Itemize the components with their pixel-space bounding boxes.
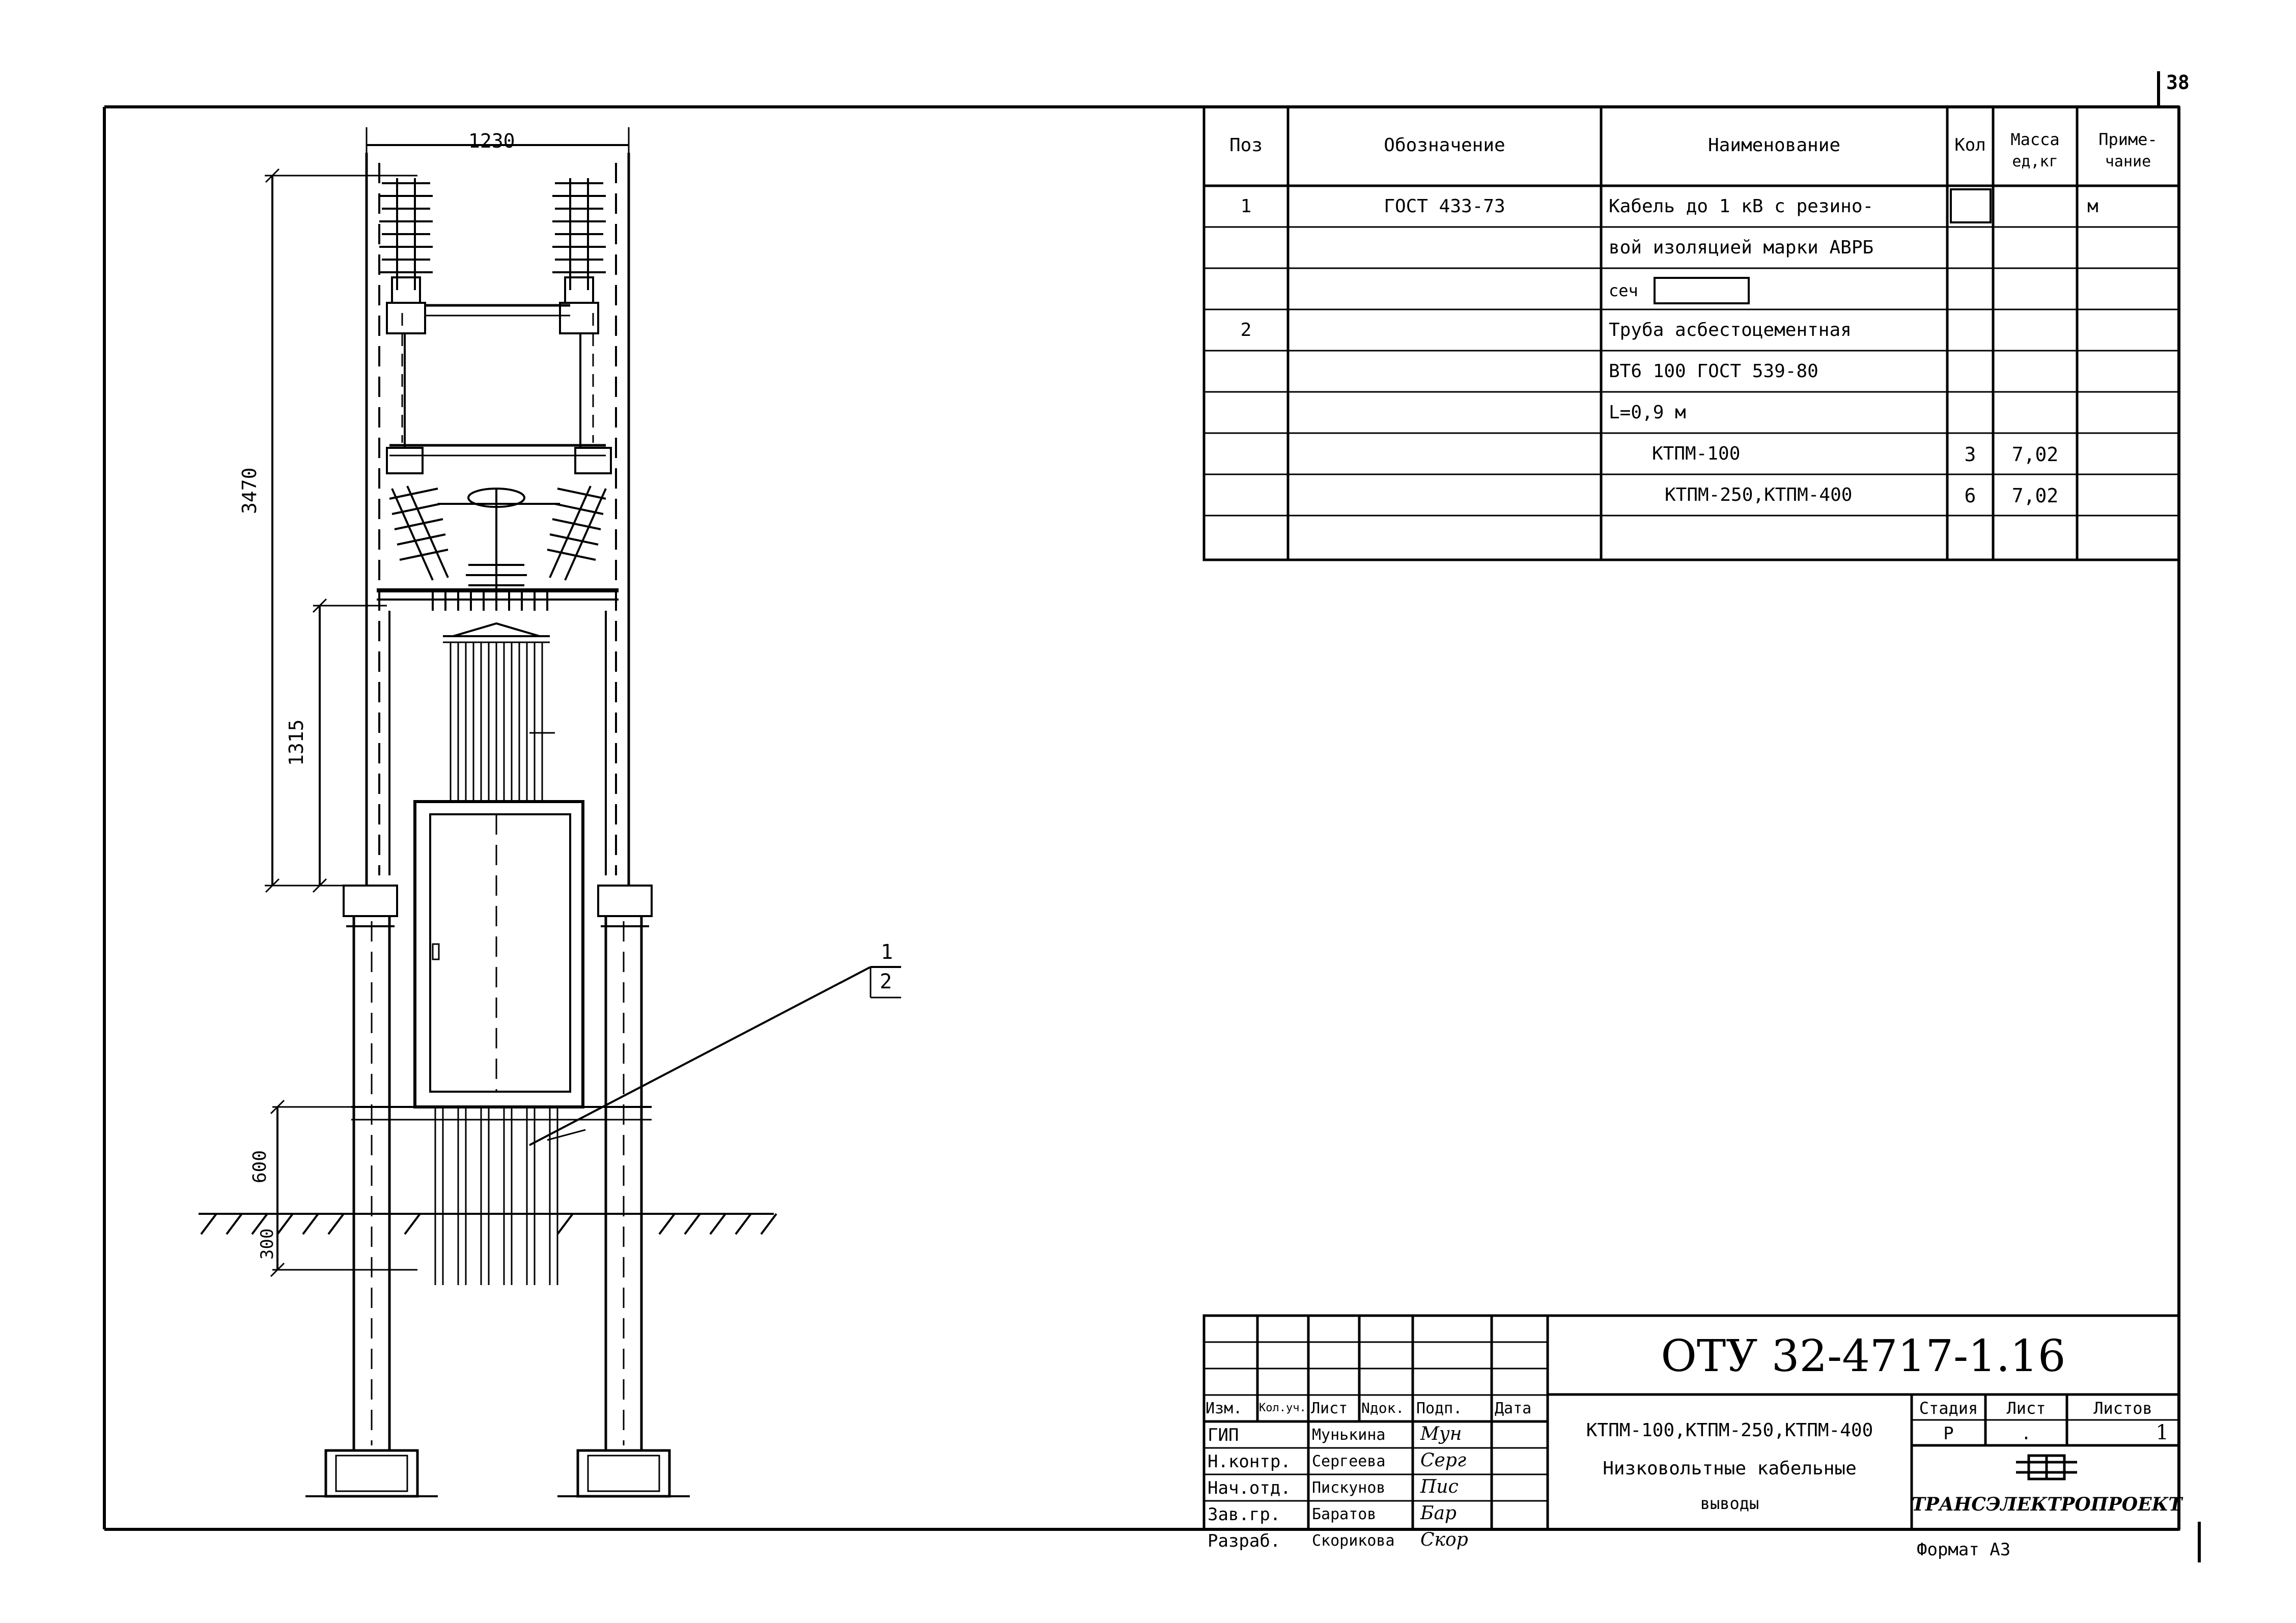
staff-role: Н.контр.: [1208, 1451, 1291, 1472]
dimension-300-label: 300: [257, 1228, 277, 1260]
revision-col-data: Дата: [1495, 1400, 1532, 1417]
sheets-label: Листов: [2093, 1399, 2152, 1418]
table-row-designation: ГОСТ 433-73: [1384, 196, 1505, 217]
organization-name: ТРАНСЭЛЕКТРОПРОЕКТ: [1912, 1494, 2182, 1515]
table-row-mass: 7,02: [2011, 443, 2059, 466]
revision-col-podp: Подп.: [1416, 1400, 1463, 1417]
staff-role: ГИП: [1208, 1425, 1239, 1445]
header-note-line2: чание: [2105, 153, 2151, 170]
dimension-height-label: 3470: [238, 467, 261, 514]
table-row-name: ВТ6 100 ГОСТ 539-80: [1609, 361, 1818, 382]
revision-col-kol: Кол.уч.: [1259, 1402, 1306, 1414]
title-line-2: Низковольтные кабельные: [1603, 1458, 1857, 1479]
table-row-name: вой изоляцией марки АВРБ: [1609, 237, 1874, 258]
callout-position-1: 1: [881, 941, 893, 964]
dimension-width-label: 1230: [468, 130, 515, 152]
spec-table-grid: [1202, 105, 2180, 561]
staff-signature: Серг: [1420, 1450, 1467, 1471]
staff-role: Зав.гр.: [1208, 1504, 1281, 1525]
table-row-pos: 1: [1240, 196, 1252, 217]
revision-col-list: Лист: [1311, 1400, 1348, 1417]
header-mass-line2: ед,кг: [2012, 153, 2058, 170]
revision-col-izm: Изм.: [1206, 1400, 1243, 1417]
callout-position-2: 2: [880, 970, 892, 993]
staff-role: Разраб.: [1208, 1531, 1281, 1551]
sheet-number: 38: [2166, 71, 2190, 94]
header-qty: Кол: [1954, 135, 1986, 155]
table-row-mass: 7,02: [2011, 485, 2059, 507]
table-row-name: Кабель до 1 кВ с резино-: [1609, 196, 1874, 217]
staff-signature: Бар: [1420, 1503, 1457, 1524]
table-row-note: м: [2087, 196, 2098, 217]
staff-name: Пискунов: [1312, 1479, 1386, 1497]
document-code: ОТУ 32-4717-1.16: [1661, 1331, 2066, 1382]
title-line-1: КТПМ-100,КТПМ-250,КТПМ-400: [1586, 1420, 1873, 1441]
organization-logo-icon: [2016, 1454, 2077, 1480]
staff-name: Баратов: [1312, 1505, 1377, 1523]
staff-signature: Мун: [1420, 1423, 1462, 1444]
header-name: Наименование: [1707, 135, 1841, 156]
staff-name: Сергеева: [1312, 1453, 1386, 1470]
format-label: Формат А3: [1917, 1540, 2011, 1560]
sheet-label: Лист: [2006, 1399, 2046, 1418]
sheet-value: .: [2021, 1423, 2032, 1444]
title-block-grid: [1202, 1314, 2180, 1531]
table-row-pos: 2: [1240, 320, 1252, 340]
title-line-3: выводы: [1700, 1494, 1759, 1513]
header-pos: Поз: [1229, 135, 1263, 156]
revision-col-ndok: Nдок.: [1361, 1400, 1405, 1416]
staff-name: Мунькина: [1312, 1426, 1386, 1444]
table-row-qty: 6: [1964, 485, 1976, 507]
sheets-value: 1: [2155, 1421, 2169, 1444]
staff-name: Скорикова: [1312, 1532, 1395, 1550]
stage-value: Р: [1943, 1423, 1954, 1444]
table-row-name: КТПМ-250,КТПМ-400: [1665, 485, 1853, 505]
staff-signature: Пис: [1420, 1476, 1459, 1497]
table-row-qty: 3: [1964, 443, 1976, 466]
substation-elevation-drawing: [199, 127, 901, 1498]
header-mass-line1: Масса: [2010, 130, 2060, 149]
table-row-name: L=0,9 м: [1609, 402, 1686, 423]
staff-signature: Скор: [1420, 1529, 1468, 1550]
staff-role: Нач.отд.: [1208, 1478, 1291, 1498]
dimension-transformer-label: 1315: [285, 719, 307, 766]
header-designation: Обозначение: [1384, 135, 1505, 156]
stage-label: Стадия: [1919, 1399, 1978, 1418]
table-row-name: КТПМ-100: [1652, 443, 1741, 464]
dimension-600-label: 600: [249, 1150, 270, 1183]
table-row-name: сеч: [1609, 281, 1638, 300]
table-row-name: Труба асбестоцементная: [1609, 320, 1852, 340]
header-note-line1: Приме-: [2098, 130, 2158, 149]
